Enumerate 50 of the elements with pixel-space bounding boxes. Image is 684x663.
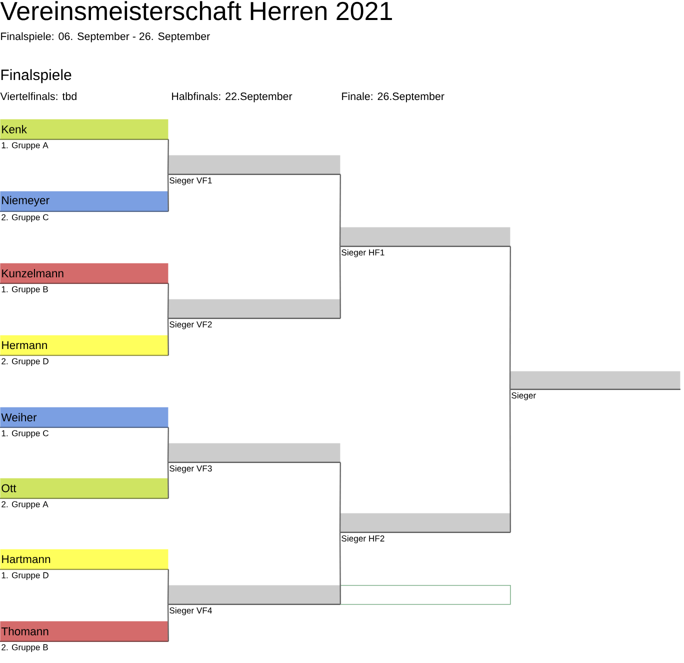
player-box: Kenk — [0, 119, 169, 140]
group-label: 2. Gruppe C — [2, 214, 48, 222]
bracket-line — [167, 569, 169, 604]
winner-label: Sieger VF3 — [170, 465, 212, 474]
subtitle: Finalspiele: 06. September - 26. September — [1, 32, 210, 42]
winner-label: Sieger VF2 — [170, 321, 212, 330]
winner-label: Sieger VF1 — [170, 177, 212, 186]
group-label: 2. Gruppe A — [2, 501, 48, 509]
winner-label: Sieger HF2 — [342, 535, 384, 544]
bracket-line — [167, 427, 169, 462]
player-box: Ott — [0, 478, 169, 499]
winner-label: Sieger HF1 — [342, 249, 384, 258]
bracket-line — [167, 462, 169, 498]
winner-bar — [510, 371, 680, 390]
player-box: Kunzelmann — [0, 263, 169, 284]
group-label: 1. Gruppe A — [2, 142, 48, 150]
group-label: 1. Gruppe B — [2, 286, 48, 294]
group-label: 1. Gruppe C — [2, 430, 48, 438]
player-box: Hartmann — [0, 549, 169, 570]
winner-label: Sieger — [512, 392, 536, 400]
bracket-line — [509, 246, 511, 390]
winner-bar — [168, 299, 340, 319]
bracket-line — [339, 532, 341, 604]
player-box: Hermann — [0, 335, 169, 356]
winner-bar — [168, 585, 340, 605]
column-header: Viertelfinals: tbd — [0, 92, 76, 100]
winner-bar — [340, 227, 510, 247]
winner-label: Sieger VF4 — [170, 607, 212, 616]
winner-bar — [340, 513, 510, 533]
bracket-line — [167, 604, 169, 642]
column-header: Halbfinals: 22.September — [172, 92, 292, 102]
group-label: 1. Gruppe D — [2, 572, 48, 580]
bracket-line — [167, 174, 169, 212]
player-box: Weiher — [0, 407, 169, 428]
winner-bar — [168, 155, 340, 175]
title: Vereinsmeisterschaft Herren 2021 — [0, 1, 392, 20]
column-header: Finale: 26.September — [342, 92, 444, 102]
player-box: Thomann — [0, 621, 169, 642]
bracket-line — [167, 318, 169, 356]
winner-bar — [168, 443, 340, 463]
bracket-line — [509, 389, 511, 532]
bracket-line — [167, 283, 169, 318]
player-box: Niemeyer — [0, 191, 169, 212]
group-label: 2. Gruppe D — [2, 358, 48, 366]
bracket-line — [339, 174, 341, 246]
bracket-line — [339, 246, 341, 318]
section-heading: Finalspiele — [1, 69, 72, 84]
bracket-line — [167, 139, 169, 174]
bracket-line — [339, 462, 341, 532]
group-label: 2. Gruppe B — [2, 644, 48, 652]
